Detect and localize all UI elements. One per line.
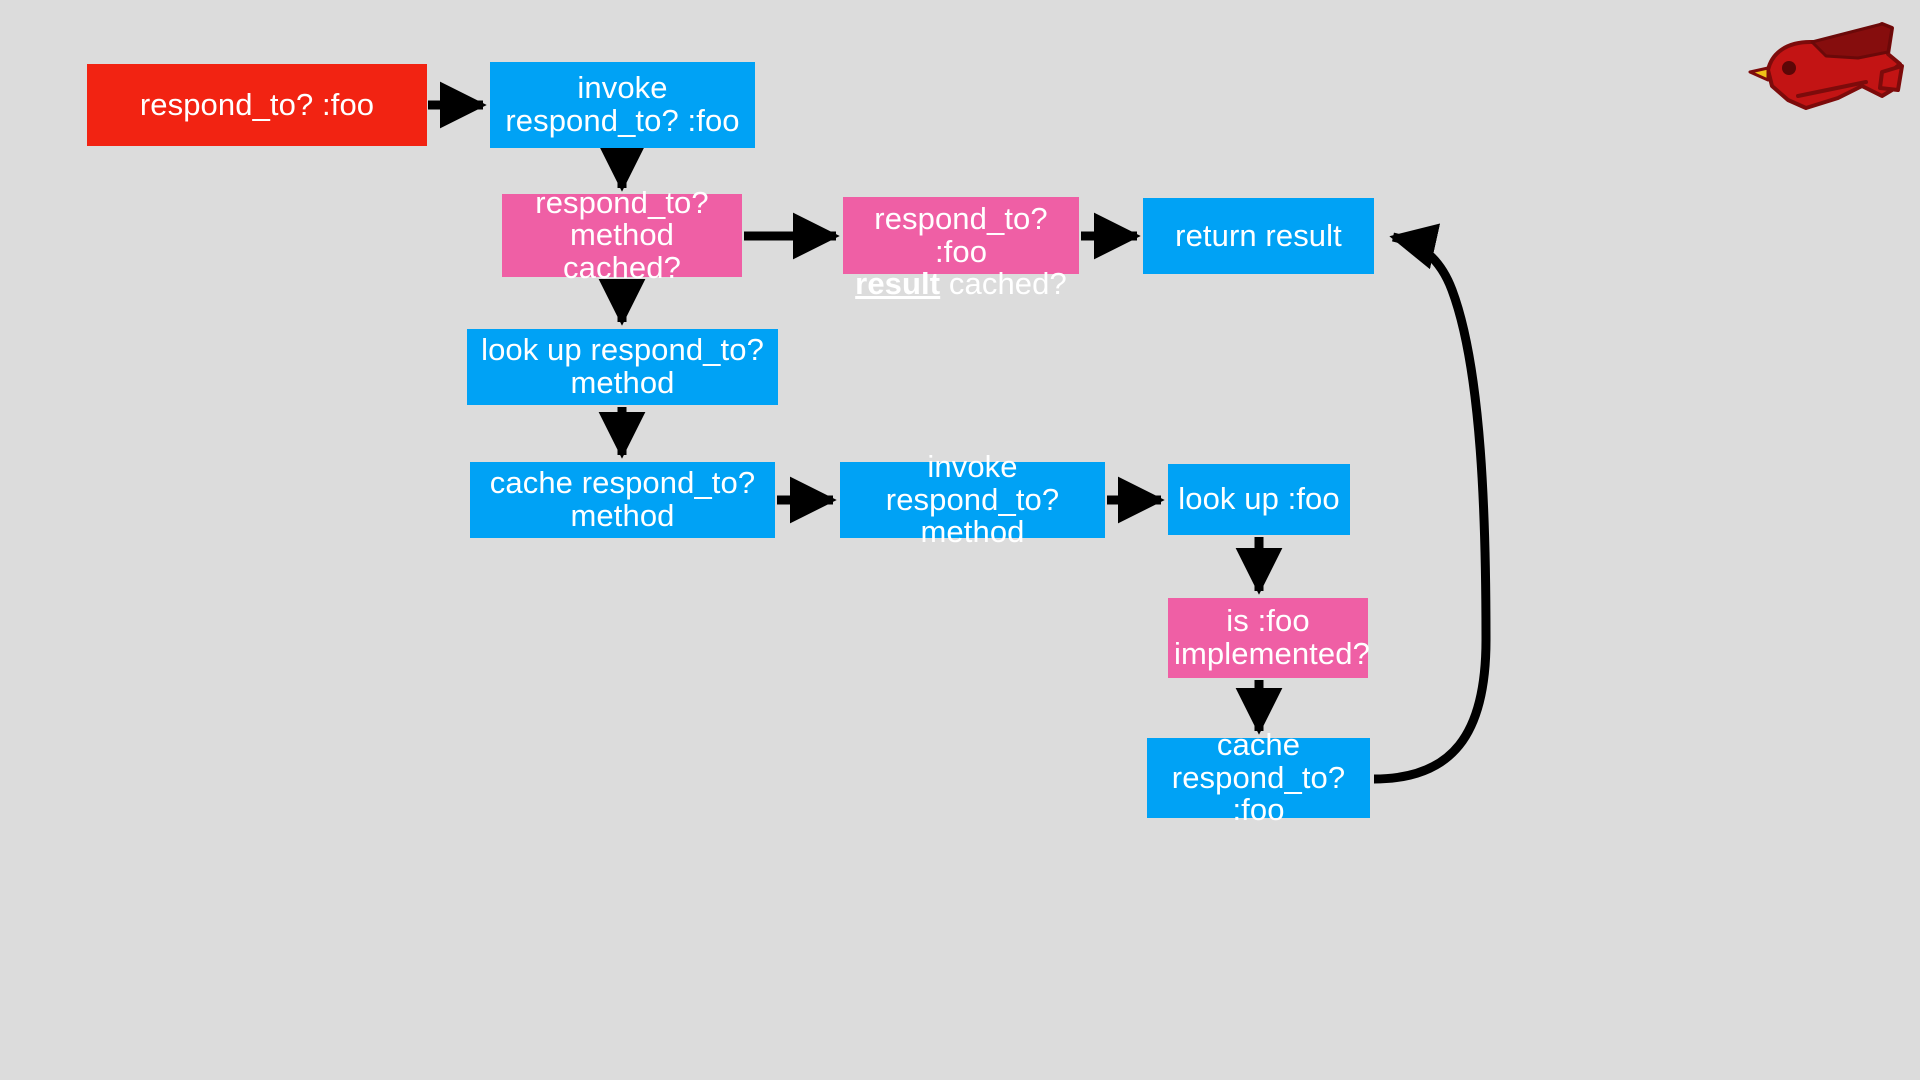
node-invoke-respond-to-method[interactable]: invoke respond_to? method — [840, 450, 1105, 548]
node-label: invoke respond_to? method — [885, 449, 1060, 550]
bird-beak — [1748, 66, 1770, 82]
node-label-pre: respond_to? :foo — [874, 200, 1048, 269]
node-label: respond_to? :foo — [139, 86, 375, 122]
node-label: cache respond_to? :foo — [1171, 727, 1346, 828]
node-label-post: cached? — [940, 266, 1067, 302]
bird-tail — [1878, 64, 1904, 92]
node-label: cache respond_to? method — [489, 465, 756, 533]
node-label: return result — [1175, 217, 1342, 253]
edge-cache-foo-to-return-result — [1373, 223, 1491, 784]
bird-wing — [1810, 22, 1894, 60]
bird-eye — [1782, 61, 1796, 75]
node-cache-respond-to-method[interactable]: cache respond_to? method — [470, 462, 775, 538]
node-label: respond_to? method cached? — [535, 184, 709, 285]
node-label: is :foo implemented? — [1174, 603, 1370, 671]
bird-wing-line — [1796, 80, 1868, 98]
node-respond-to-foo-result-cached[interactable]: respond_to? :foo result cached? — [843, 197, 1079, 300]
node-return-result[interactable]: return result — [1143, 198, 1374, 274]
node-look-up-foo[interactable]: look up :foo — [1168, 464, 1350, 535]
node-invoke-respond-to-foo[interactable]: invoke respond_to? :foo — [490, 62, 755, 148]
node-entry-respond-to-foo[interactable]: respond_to? :foo — [87, 64, 427, 146]
node-look-up-respond-to-method[interactable]: look up respond_to? method — [467, 329, 778, 405]
node-respond-to-method-cached[interactable]: respond_to? method cached? — [502, 186, 742, 283]
node-label: invoke respond_to? :foo — [505, 70, 740, 138]
node-label: look up :foo — [1178, 481, 1340, 517]
red-cardinal-bird-icon — [1748, 22, 1904, 110]
node-is-foo-implemented[interactable]: is :foo implemented? — [1168, 598, 1370, 678]
node-cache-respond-to-foo[interactable]: cache respond_to? :foo — [1147, 728, 1370, 826]
node-label: look up respond_to? method — [481, 332, 764, 400]
node-label-emphasis: result — [855, 266, 941, 302]
node-label: respond_to? :foo result cached? — [849, 170, 1073, 300]
